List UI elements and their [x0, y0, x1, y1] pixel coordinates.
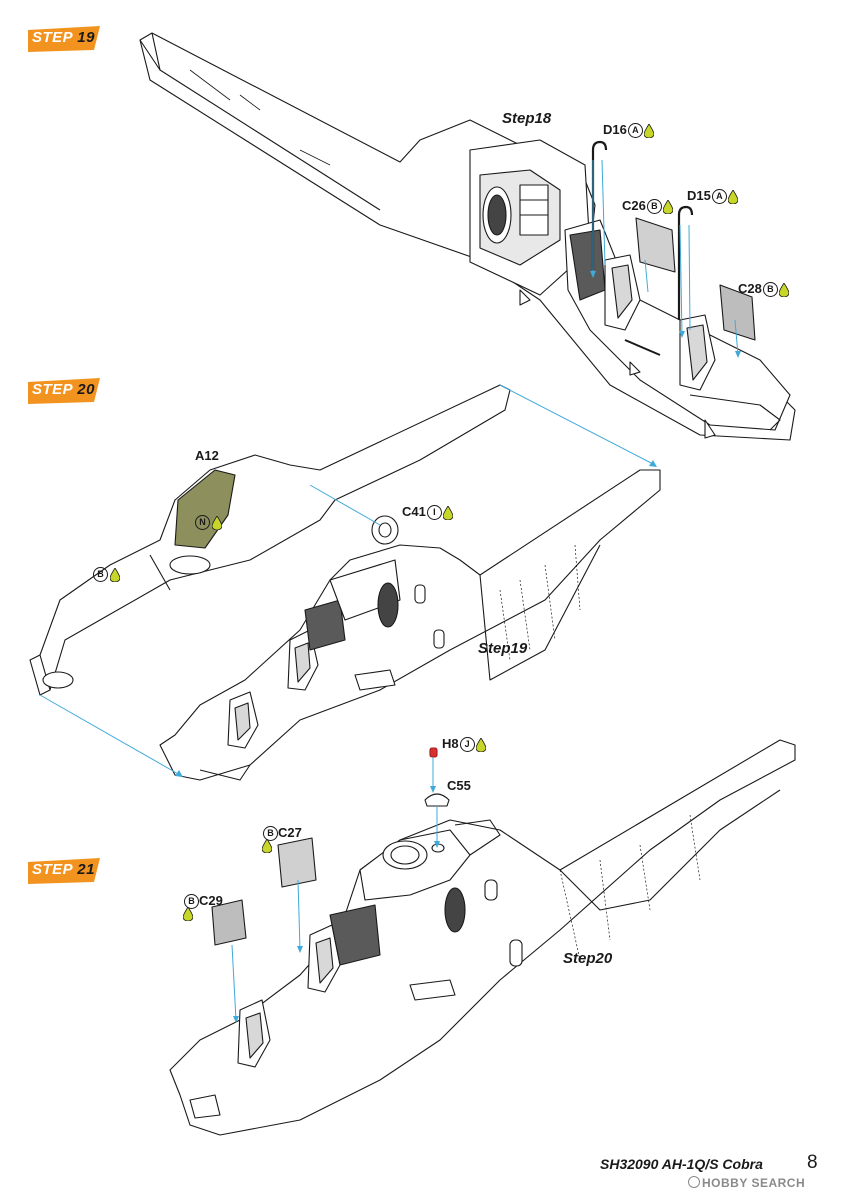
cement-drop-icon — [443, 505, 454, 520]
sprue-letter: A — [627, 123, 643, 139]
sprue-letter: I — [426, 505, 442, 521]
callout-b-paint: B — [92, 566, 120, 583]
cement-drop-icon — [183, 907, 193, 921]
sprue-letter: J — [459, 737, 475, 753]
part-number: C29 — [199, 893, 223, 908]
part-number: C27 — [278, 825, 302, 840]
step-20-tag: STEP 20 — [28, 378, 108, 404]
cement-drop-icon — [476, 737, 487, 752]
callout-a12: A12 — [195, 448, 219, 463]
callout-c55: C55 — [447, 778, 471, 793]
watermark-text: HOBBY SEARCH — [702, 1176, 806, 1190]
step-word: STEP — [32, 381, 73, 398]
sprue-letter: B — [263, 826, 278, 842]
step-19-tag: STEP 19 — [28, 26, 108, 52]
ref-step18-label: Step18 — [502, 110, 552, 127]
cement-drop-icon — [262, 839, 272, 853]
callout-a12-paint: N — [194, 514, 222, 531]
step-tag-ribbon-icon — [28, 858, 100, 884]
leader-arrowheads — [175, 271, 741, 1023]
step-tag-ribbon-icon — [28, 378, 100, 404]
step-number: 21 — [77, 861, 95, 878]
hobby-search-logo-icon — [688, 1176, 700, 1188]
part-number: C55 — [447, 778, 471, 793]
ref-step19-label: Step19 — [478, 640, 528, 657]
part-number: H8 — [442, 736, 459, 751]
part-number: C26 — [622, 198, 646, 213]
ref-step20-label: Step20 — [563, 950, 613, 967]
step-word: STEP — [32, 29, 73, 46]
step19-fuselage-drawing — [139, 32, 796, 441]
cement-drop-icon — [644, 123, 655, 138]
part-number: D16 — [603, 122, 627, 137]
cement-drop-icon — [109, 567, 120, 582]
cement-drop-icon — [211, 515, 222, 530]
sprue-letter: B — [762, 282, 778, 298]
sprue-letter: A — [711, 189, 727, 205]
watermark: HOBBY SEARCH — [688, 1176, 805, 1190]
cement-drop-icon — [728, 189, 739, 204]
step-21-tag: STEP 21 — [28, 858, 108, 884]
step-number: 20 — [77, 381, 95, 398]
leader-lines — [39, 159, 739, 1021]
part-number: D15 — [687, 188, 711, 203]
step21-helicopter-drawing — [169, 739, 796, 1136]
sprue-letter: B — [93, 567, 108, 583]
loose-parts — [211, 140, 756, 946]
cement-drop-icon — [663, 199, 674, 214]
part-number: C41 — [402, 504, 426, 519]
step20-fuselage-drawing — [29, 384, 661, 781]
sprue-letter: B — [646, 199, 662, 215]
cement-drop-icon — [779, 282, 790, 297]
step-number: 19 — [77, 29, 95, 46]
part-number: A12 — [195, 448, 219, 463]
page-number: 8 — [807, 1152, 818, 1173]
step-tag-ribbon-icon — [28, 26, 100, 52]
step-word: STEP — [32, 861, 73, 878]
sprue-letter: B — [184, 894, 199, 910]
part-number: C28 — [738, 281, 762, 296]
paint-code: N — [195, 515, 210, 531]
footer-title: SH32090 AH-1Q/S Cobra — [600, 1156, 763, 1172]
